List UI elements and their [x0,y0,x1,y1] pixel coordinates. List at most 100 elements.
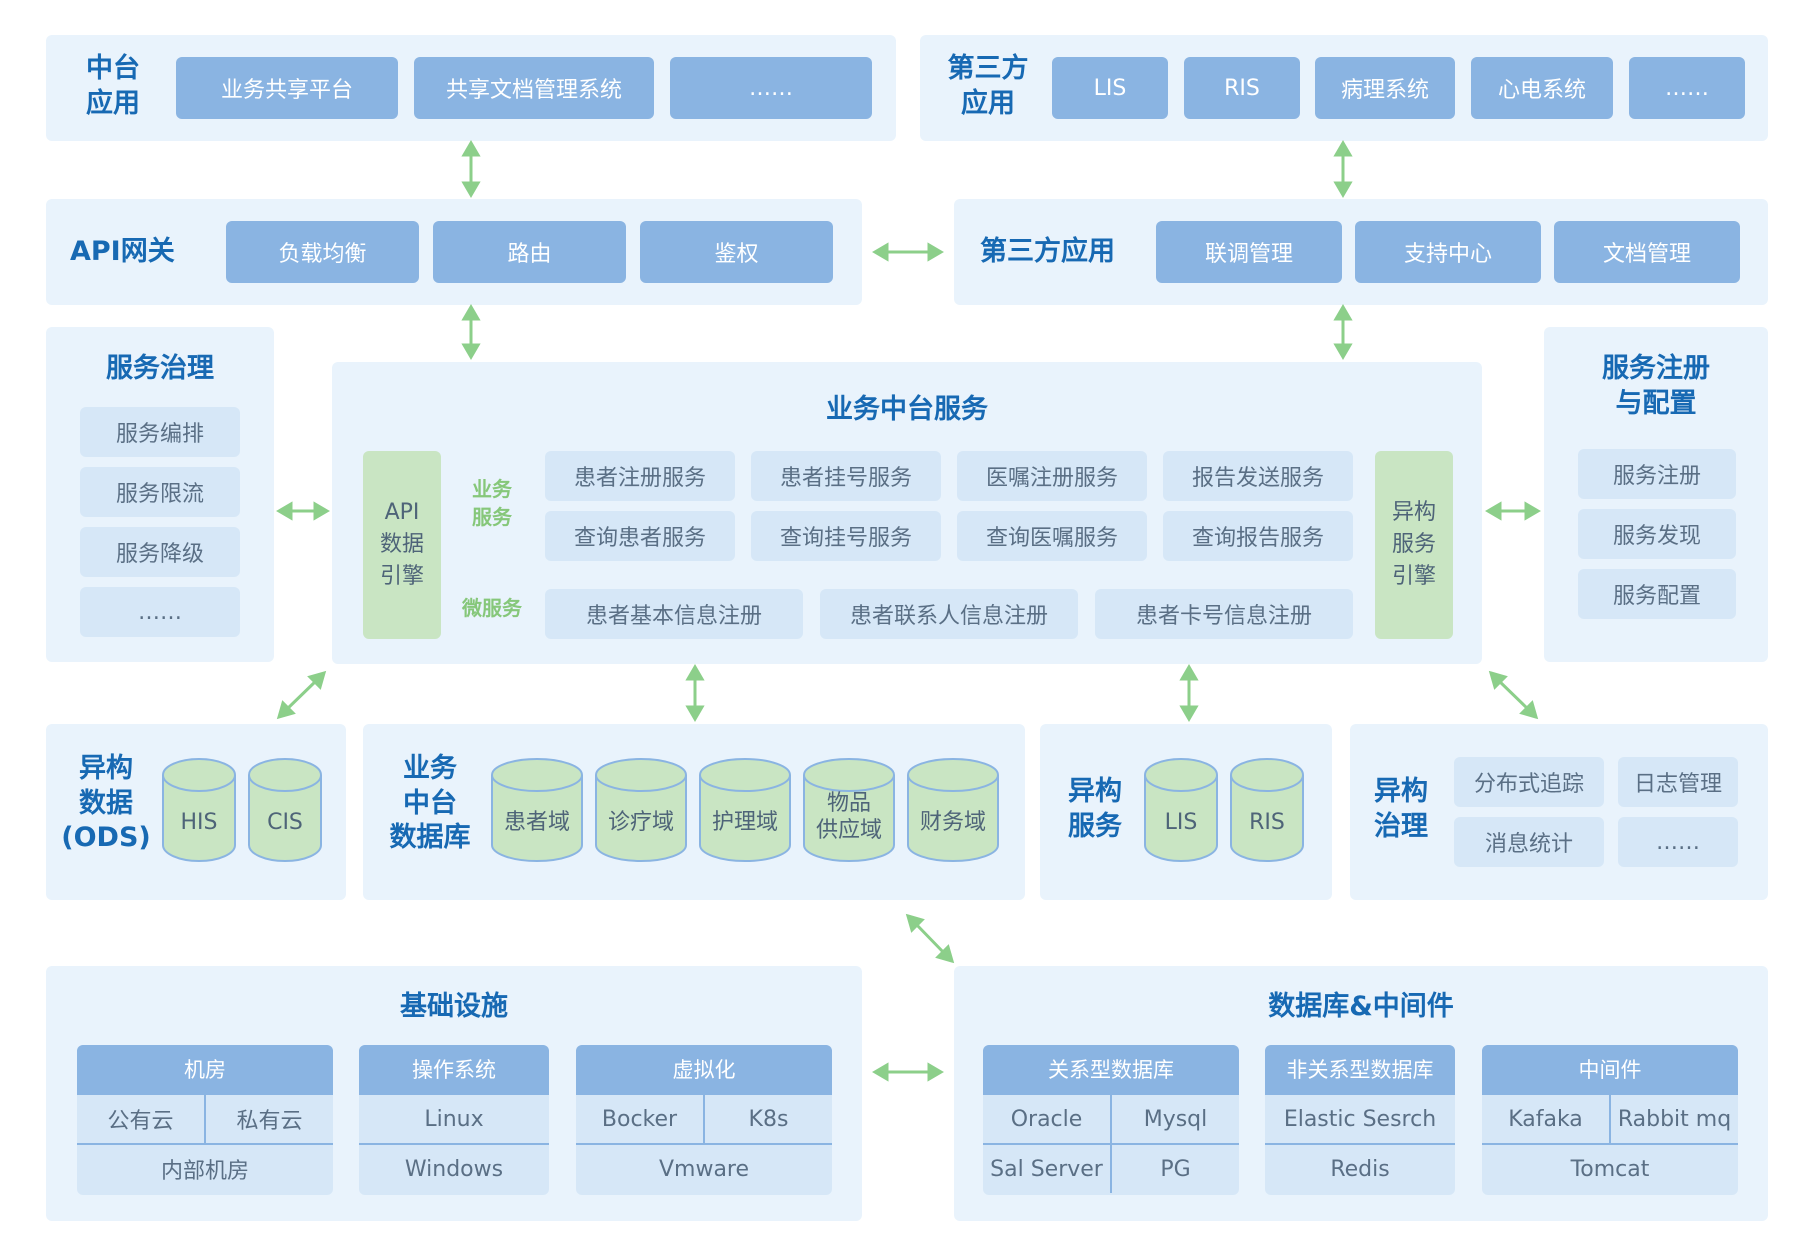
card-cell: Bocker [601,1106,678,1132]
infra-card-machine-room: 机房 公有云 私有云 内部机房 [77,1045,333,1195]
database-label: CIS [267,810,303,836]
third-party-chip[interactable]: 联调管理 [1156,221,1342,283]
biz-service[interactable]: 查询患者服务 [545,511,735,561]
database-label: 护理域 [711,810,778,836]
database-cylinder[interactable]: LIS [1144,758,1218,862]
hetero-governance-title: 异构 治理 [1374,776,1428,842]
micro-service[interactable]: 患者卡号信息注册 [1095,589,1353,639]
db-card-middleware: 中间件 Kafaka Rabbit mq Tomcat [1482,1045,1738,1195]
card-header: 操作系统 [359,1045,549,1093]
database-cylinder[interactable]: 患者域 [491,758,583,862]
third-party-chip[interactable]: 文档管理 [1554,221,1740,283]
database-cylinder[interactable]: 财务域 [907,758,999,862]
infrastructure-title: 基础设施 [400,991,508,1022]
gateway-chip[interactable]: 负载均衡 [226,221,419,283]
database-label: LIS [1164,810,1198,836]
database-cylinder[interactable]: 物品 供应域 [803,758,895,862]
gateway-chip[interactable]: 鉴权 [640,221,833,283]
biz-service[interactable]: 查询报告服务 [1163,511,1353,561]
database-cylinder[interactable]: RIS [1230,758,1304,862]
governance-item[interactable]: 服务编排 [80,407,240,457]
hetero-gov-item[interactable]: 消息统计 [1454,817,1604,867]
card-cell: Linux [424,1106,484,1132]
middle-platform-apps-title: 中台 应用 [86,53,140,119]
service-registry-title: 服务注册 与配置 [1602,353,1710,419]
card-cell: 内部机房 [160,1159,249,1184]
database-cylinder[interactable]: 护理域 [699,758,791,862]
app-chip-more[interactable]: …… [1629,57,1745,119]
infra-card-virtualization: 虚拟化 Bocker K8s Vmware [576,1045,832,1195]
database-cylinder[interactable]: CIS [248,758,322,862]
governance-item[interactable]: 服务限流 [80,467,240,517]
card-cell: Vmware [658,1156,750,1182]
app-chip[interactable]: RIS [1184,57,1300,119]
card-cell: Windows [404,1156,504,1182]
database-label: RIS [1249,810,1285,836]
database-label: 财务域 [919,810,986,836]
gateway-chip[interactable]: 路由 [433,221,626,283]
card-cell: Sal Server [990,1156,1103,1182]
card-header: 机房 [77,1045,333,1093]
registry-item[interactable]: 服务注册 [1578,449,1736,499]
connector-arrow [912,920,948,957]
third-party-mgmt-title: 第三方应用 [980,236,1115,267]
app-chip-more[interactable]: …… [670,57,872,119]
micro-service[interactable]: 患者基本信息注册 [545,589,803,639]
database-cylinder[interactable]: HIS [162,758,236,862]
registry-item[interactable]: 服务发现 [1578,509,1736,559]
third-party-chip[interactable]: 支持中心 [1355,221,1541,283]
governance-item[interactable]: 服务降级 [80,527,240,577]
api-data-engine[interactable]: API 数据 引擎 [363,451,441,639]
card-header: 虚拟化 [576,1045,832,1093]
biz-service[interactable]: 患者挂号服务 [751,451,941,501]
micro-service-label: 微服务 [462,596,522,620]
hetero-service-title: 异构 服务 [1068,776,1122,842]
database-label: 患者域 [503,810,570,836]
database-label: 物品 供应域 [815,790,882,844]
hetero-data-title: 异构 数据 (ODS) [61,753,151,854]
card-cell: Tomcat [1570,1156,1650,1182]
biz-service[interactable]: 查询医嘱服务 [957,511,1147,561]
db-card-nosql: 非关系型数据库 Elastic Sesrch Redis [1265,1045,1455,1195]
governance-item-more[interactable]: …… [80,587,240,637]
card-cell: PG [1110,1145,1239,1193]
hetero-gov-item-more[interactable]: …… [1618,817,1738,867]
hetero-service-engine[interactable]: 异构 服务 引擎 [1375,451,1453,639]
service-governance-title: 服务治理 [106,353,214,384]
app-chip[interactable]: 共享文档管理系统 [414,57,654,119]
registry-item[interactable]: 服务配置 [1578,569,1736,619]
card-cell: Kafaka [1508,1106,1583,1132]
app-chip[interactable]: 心电系统 [1471,57,1613,119]
app-chip[interactable]: 业务共享平台 [176,57,398,119]
card-header: 关系型数据库 [983,1045,1239,1093]
hetero-gov-item[interactable]: 分布式追踪 [1454,757,1604,807]
business-center-title: 业务中台服务 [826,394,988,425]
infra-card-os: 操作系统 Linux Windows [359,1045,549,1195]
third-party-apps-title: 第三方 应用 [947,53,1029,119]
connector-arrow [283,677,320,713]
card-cell: Rabbit mq [1609,1095,1738,1143]
card-cell: Oracle [1010,1106,1083,1132]
biz-service[interactable]: 患者注册服务 [545,451,735,501]
database-cylinder[interactable]: 诊疗域 [595,758,687,862]
app-chip[interactable]: LIS [1052,57,1168,119]
app-chip[interactable]: 病理系统 [1315,57,1455,119]
card-header: 非关系型数据库 [1265,1045,1455,1093]
database-label: HIS [180,810,218,836]
hetero-gov-item[interactable]: 日志管理 [1618,757,1738,807]
card-cell: K8s [703,1095,832,1143]
biz-database-title: 业务 中台 数据库 [389,753,471,854]
biz-service[interactable]: 报告发送服务 [1163,451,1353,501]
card-cell: Redis [1330,1156,1390,1182]
card-cell: 私有云 [204,1095,333,1143]
hetero-governance-panel [1350,724,1768,900]
biz-service[interactable]: 医嘱注册服务 [957,451,1147,501]
card-cell: Elastic Sesrch [1283,1106,1437,1132]
micro-service[interactable]: 患者联系人信息注册 [820,589,1078,639]
connector-arrow [1495,677,1532,713]
biz-service[interactable]: 查询挂号服务 [751,511,941,561]
card-cell: 公有云 [107,1109,174,1134]
card-header: 中间件 [1482,1045,1738,1093]
